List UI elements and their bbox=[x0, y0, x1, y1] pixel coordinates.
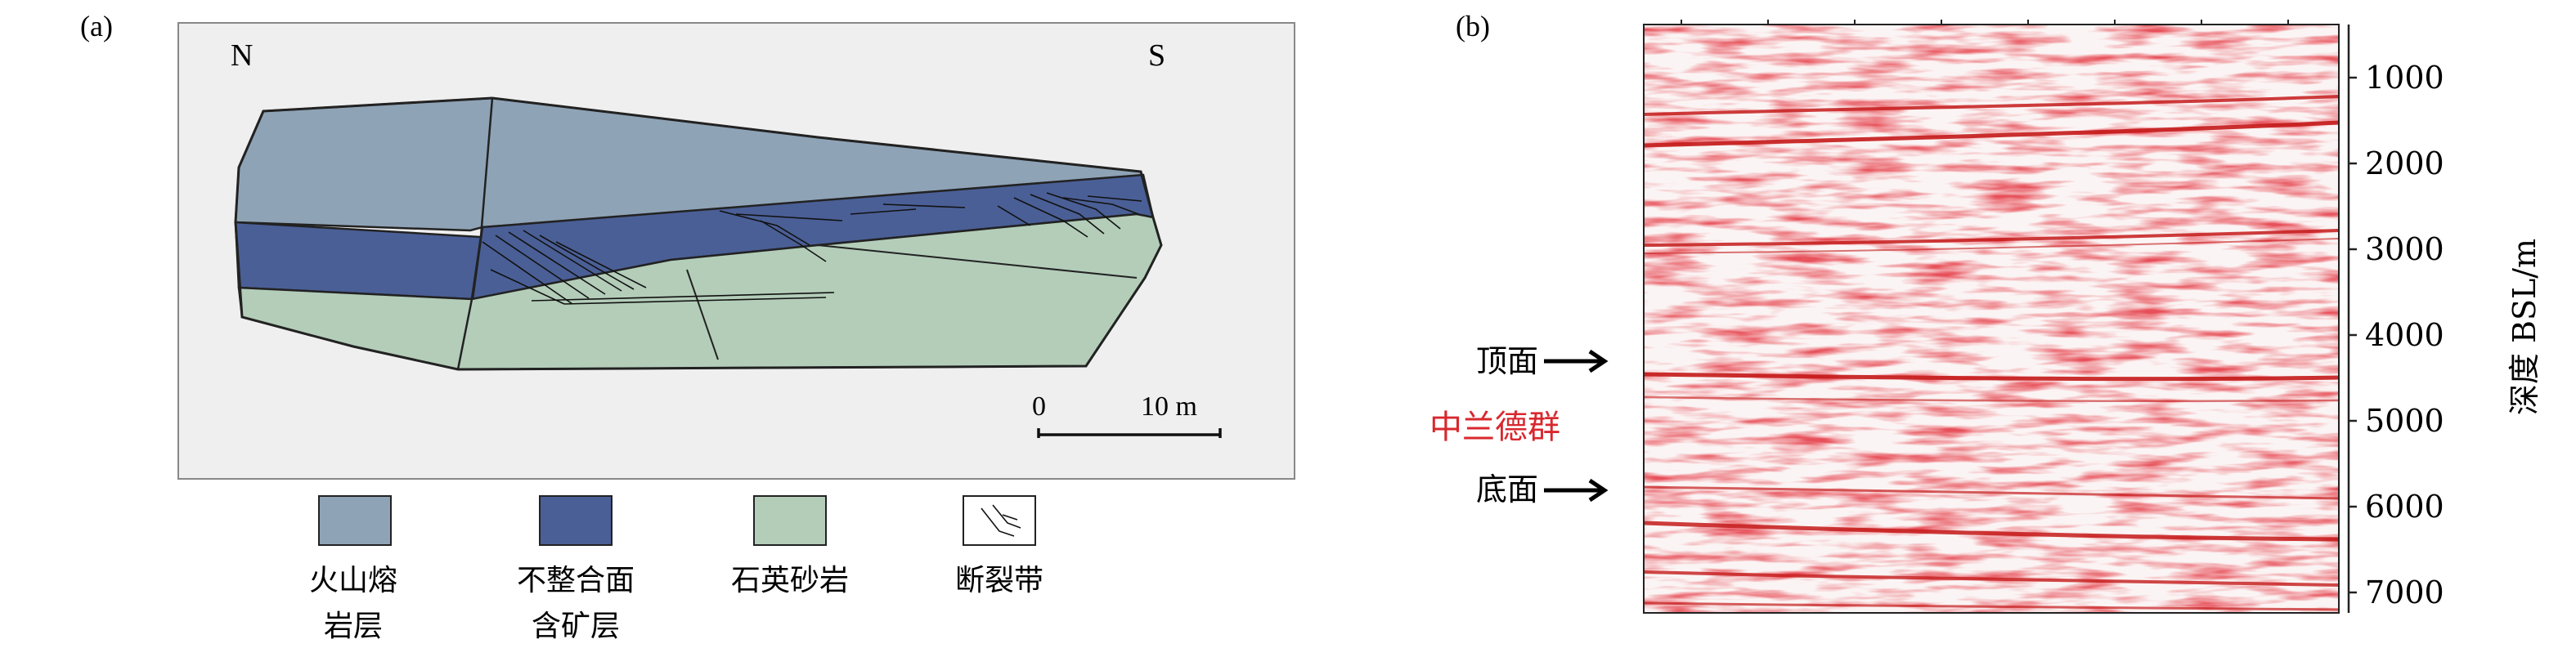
depth-tick-3000: 3000 bbox=[2365, 231, 2444, 267]
depth-tick-7000: 7000 bbox=[2365, 574, 2444, 610]
bottom-arrow-icon bbox=[1544, 478, 1609, 503]
north-label: N bbox=[231, 38, 253, 73]
fault-zone-lines bbox=[482, 192, 1142, 305]
legend-label-volcanic-1: 火山熔 bbox=[309, 564, 397, 597]
top-arrow-icon bbox=[1544, 349, 1609, 373]
south-label: S bbox=[1148, 38, 1165, 73]
legend-label-ore-1: 不整合面 bbox=[517, 564, 635, 597]
depth-axis: 1000 2000 3000 4000 5000 6000 7000 深度 BS… bbox=[2347, 25, 2542, 613]
top-surface-label: 顶面 bbox=[1476, 343, 1538, 379]
depth-tick-5000: 5000 bbox=[2365, 403, 2444, 439]
legend-label-sandstone: 石英砂岩 bbox=[731, 564, 849, 597]
panel-a-label: (a) bbox=[80, 10, 113, 42]
reflectors bbox=[1644, 95, 2339, 611]
bottom-surface-label: 底面 bbox=[1476, 472, 1538, 507]
depth-axis-ticks bbox=[2349, 76, 2357, 594]
depth-tick-4000: 4000 bbox=[2365, 317, 2444, 353]
legend-label-volcanic-2: 岩层 bbox=[324, 610, 383, 643]
depth-axis-label: 深度 BSL/m bbox=[2506, 239, 2542, 415]
seismic-section bbox=[1643, 24, 2340, 614]
depth-tick-2000: 2000 bbox=[2365, 145, 2444, 181]
top-axis-ticks bbox=[1681, 20, 2289, 25]
ore-layer-left bbox=[234, 221, 482, 301]
legend-swatch-fault bbox=[963, 495, 1036, 546]
panel-a: (a) N S bbox=[80, 10, 1295, 643]
legend-swatch-ore bbox=[539, 495, 613, 546]
scale-start: 0 bbox=[1032, 391, 1046, 422]
depth-tick-6000: 6000 bbox=[2365, 489, 2444, 525]
scale-bar: 0 10 m bbox=[1032, 391, 1222, 438]
panel-b-label: (b) bbox=[1456, 10, 1490, 42]
legend-swatch-volcanic bbox=[318, 495, 392, 546]
legend-label-fault: 断裂带 bbox=[955, 564, 1043, 597]
legend-swatch-sandstone bbox=[753, 495, 827, 546]
panel-b: (b) bbox=[1429, 10, 2542, 614]
scale-end: 10 m bbox=[1141, 391, 1197, 422]
legend-label-ore-2: 含矿层 bbox=[532, 610, 620, 643]
outcrop-cross-section bbox=[234, 96, 1163, 371]
group-name-label: 中兰德群 bbox=[1429, 409, 1560, 446]
fault-symbol-icon bbox=[981, 504, 1021, 537]
depth-tick-1000: 1000 bbox=[2365, 60, 2444, 96]
legend: 火山熔 岩层 不整合面 含矿层 石英砂岩 断裂带 bbox=[309, 495, 1043, 643]
formation-markers: 顶面 中兰德群 底面 bbox=[1429, 343, 1609, 507]
